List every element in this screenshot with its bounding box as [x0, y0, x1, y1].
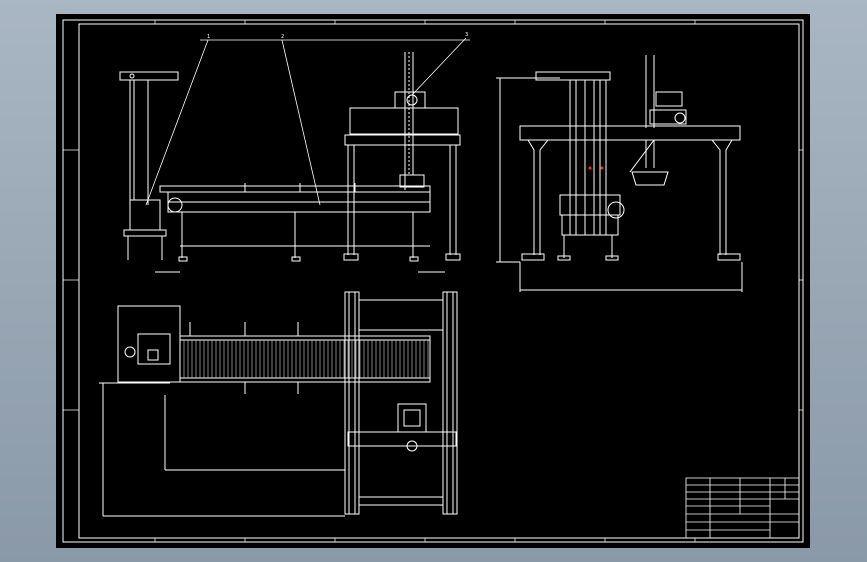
front-view	[119, 52, 461, 273]
plan-belt-slats	[183, 340, 429, 378]
zone-markers	[63, 20, 803, 542]
left-top-beam	[119, 71, 179, 81]
leader-lines	[145, 37, 470, 206]
side-view	[496, 55, 743, 292]
red-markers	[588, 166, 604, 170]
plan-view	[99, 291, 458, 517]
title-block	[685, 477, 800, 539]
leader-label: 2	[281, 34, 284, 40]
side-beam	[519, 125, 741, 141]
plan-conveyor	[179, 335, 431, 383]
sheet-paper	[56, 14, 810, 548]
inner-frame	[78, 23, 800, 539]
leader-label: 1	[207, 34, 210, 40]
outer-frame	[62, 19, 804, 543]
conveyor-posts	[244, 175, 406, 192]
leader-label: 3	[465, 32, 468, 38]
gantry-beam	[344, 134, 461, 146]
